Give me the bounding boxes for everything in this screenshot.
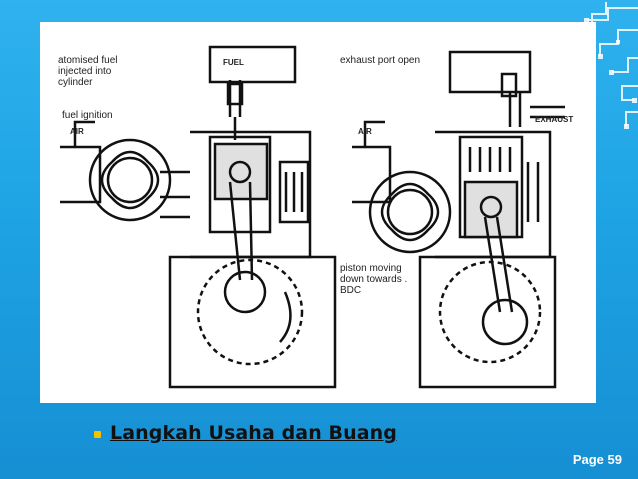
circuit-pattern-decoration bbox=[584, 2, 638, 129]
bullet-marker bbox=[94, 430, 101, 438]
page-number: Page 59 bbox=[572, 452, 622, 467]
label-air-right: AIR bbox=[358, 127, 372, 136]
label-exhaust: EXHAUST bbox=[535, 115, 574, 124]
bullet-text: Langkah Usaha dan Buang bbox=[110, 422, 397, 444]
label-exhaust-port-open: exhaust port open bbox=[340, 55, 421, 66]
two-stroke-engine-diagram bbox=[60, 45, 565, 389]
label-fuel: FUEL bbox=[223, 58, 244, 67]
label-fuel-ignition: fuel ignition bbox=[62, 110, 113, 121]
label-air-left: AIR bbox=[70, 127, 84, 136]
label-atomised-fuel: atomised fuel injected into cylinder bbox=[58, 55, 118, 88]
engine-diagram-panel: atomised fuel injected into cylinder fue… bbox=[40, 22, 596, 403]
bullet-item: Langkah Usaha dan Buang bbox=[94, 422, 397, 444]
label-piston-moving: piston moving down towards . BDC bbox=[340, 263, 408, 296]
